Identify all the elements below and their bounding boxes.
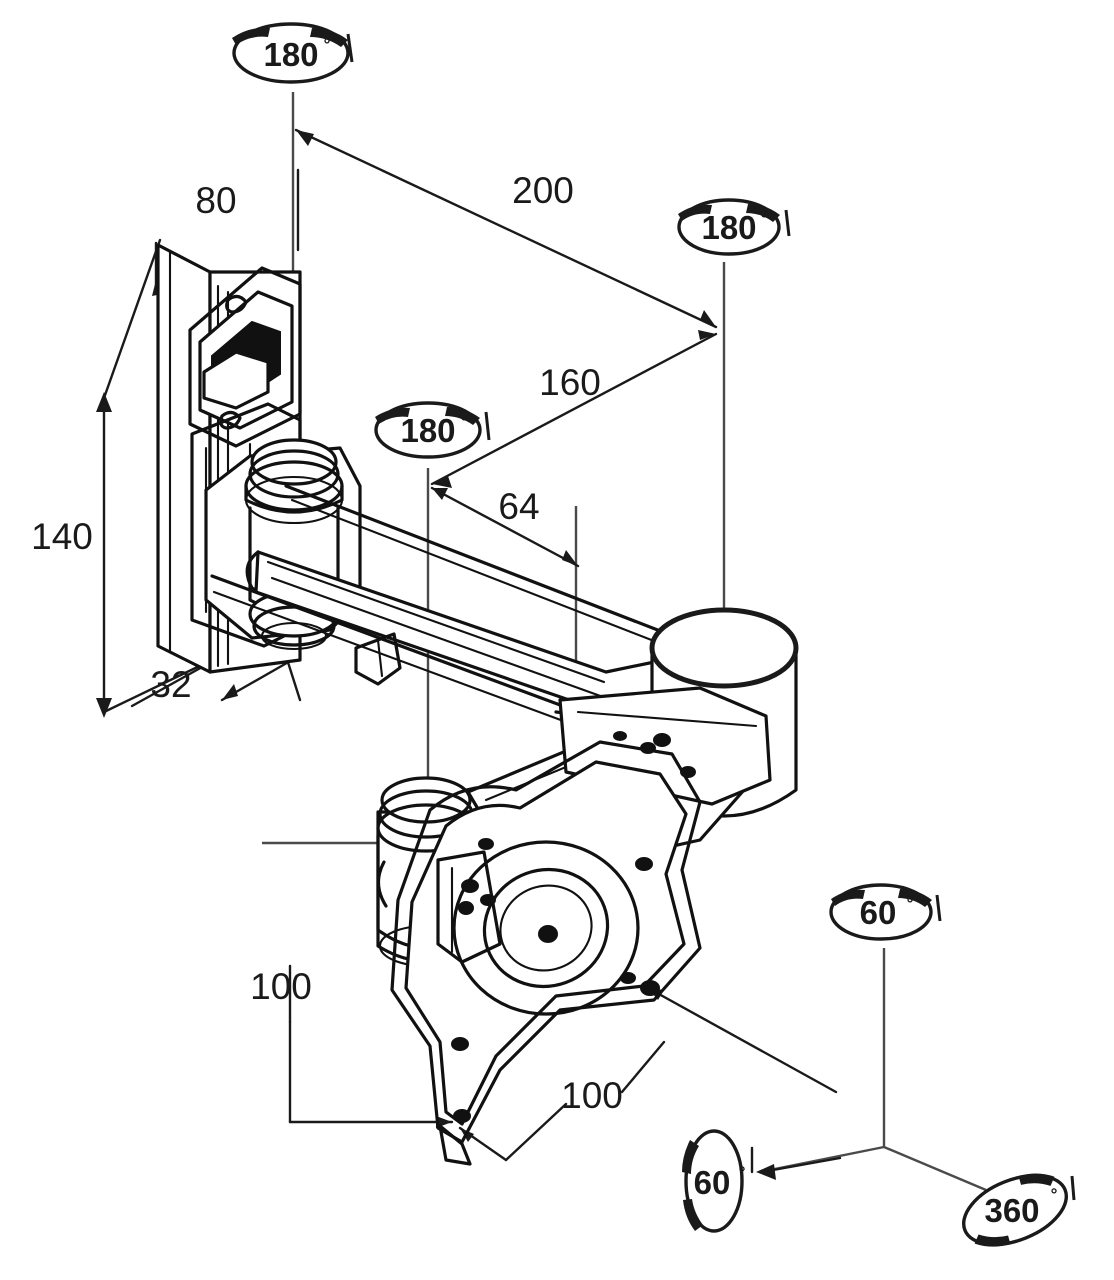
dimension-label-140: 140 bbox=[31, 516, 93, 557]
rotation-symbol-360: 360 ° bbox=[961, 1173, 1076, 1247]
dimension-label-160: 160 bbox=[539, 362, 601, 403]
rotation-label-180-top: 180 bbox=[263, 36, 318, 73]
rotation-symbol-60-upper: 60 ° bbox=[829, 883, 942, 941]
dimension-label-100-vertical: 100 bbox=[250, 966, 312, 1007]
rotation-label-180-middle: 180 bbox=[400, 412, 455, 449]
rotation-label-60-lower: 60 bbox=[694, 1164, 731, 1201]
rotation-symbol-60-lower: 60 ° bbox=[682, 1129, 746, 1233]
vesa-plate bbox=[390, 733, 702, 1166]
dimension-label-200: 200 bbox=[512, 170, 574, 211]
degree-mark-60-upper: ° bbox=[907, 894, 914, 913]
rotation-symbol-180-right: 180 ° bbox=[677, 198, 791, 256]
dimension-label-32: 32 bbox=[150, 664, 191, 705]
rotation-symbol-180-middle: 180 ° bbox=[374, 401, 491, 459]
dimension-label-64: 64 bbox=[498, 486, 539, 527]
rotation-symbol-180-top: 180 ° bbox=[232, 22, 354, 84]
rotation-label-180-right: 180 bbox=[701, 209, 756, 246]
degree-mark-180-middle: ° bbox=[461, 412, 468, 431]
rotation-label-360: 360 bbox=[984, 1192, 1039, 1229]
dimension-labels: 80 200 140 32 160 64 100 100 bbox=[31, 170, 623, 1116]
degree-mark-180-top: ° bbox=[324, 35, 331, 54]
dimension-label-80: 80 bbox=[195, 180, 236, 221]
dimension-label-100-horizontal: 100 bbox=[561, 1075, 623, 1116]
rotation-label-60-upper: 60 bbox=[860, 894, 897, 931]
degree-mark-360: ° bbox=[1051, 1185, 1058, 1204]
degree-mark-60-lower: ° bbox=[739, 1163, 746, 1182]
degree-mark-180-right: ° bbox=[761, 209, 768, 228]
